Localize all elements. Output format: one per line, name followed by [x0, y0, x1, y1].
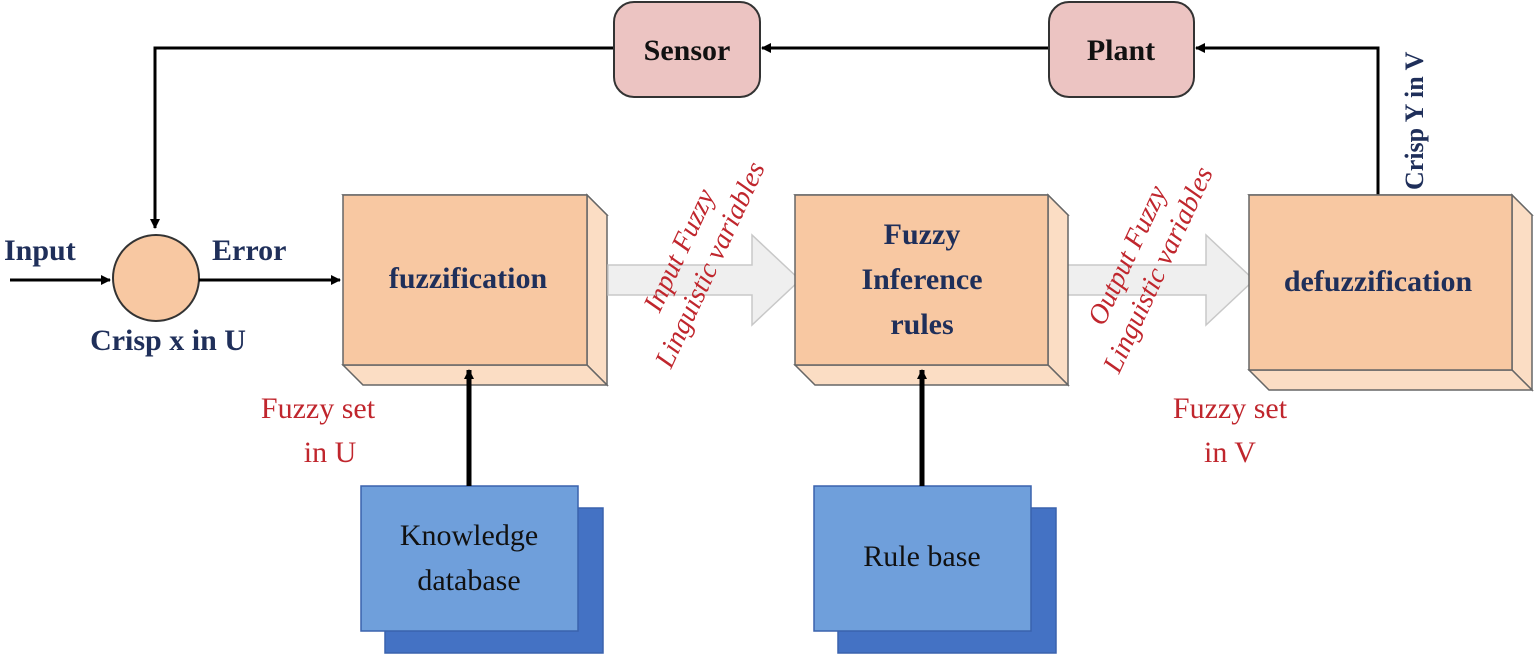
input-label: Input: [4, 234, 76, 267]
feedback-path: [150, 43, 1380, 229]
fuzzification-label: fuzzification: [389, 262, 548, 295]
sensor-block: Sensor: [613, 1, 761, 98]
inference-label-line3: rules: [890, 308, 953, 341]
defuzzification-label: defuzzification: [1284, 265, 1473, 298]
fuzzy-set-v-line1: Fuzzy set: [1173, 392, 1288, 425]
error-label: Error: [212, 234, 286, 267]
rule-base-label: Rule base: [863, 540, 980, 573]
crisp-output-line: [1195, 43, 1380, 195]
fuzzification-to-inference-arrow: [607, 233, 802, 327]
crisp-x-label: Crisp x in U: [90, 324, 246, 357]
output-fuzzy-label: Output Fuzzy Linguistic variables: [1082, 162, 1220, 378]
defuzzification-block: defuzzification: [1247, 193, 1534, 392]
rule-base-block: Rule base: [813, 485, 1057, 654]
knowledge-label-line2: database: [417, 564, 520, 597]
inference-label-line1: Fuzzy: [884, 218, 961, 251]
fuzzy-set-v-line2: in V: [1204, 436, 1256, 469]
sensor-to-junction-line: [150, 46, 614, 229]
plant-block: Plant: [1048, 1, 1195, 98]
plant-label: Plant: [1087, 34, 1155, 67]
inference-label-line2: Inference: [861, 263, 982, 296]
fuzzy-set-u-line1: Fuzzy set: [261, 392, 376, 425]
summing-junction: [112, 234, 200, 322]
sensor-label: Sensor: [644, 34, 731, 67]
knowledge-label-line1: Knowledge: [400, 519, 538, 552]
fuzzification-block: fuzzification: [341, 193, 609, 387]
knowledge-database-block: Knowledge database: [360, 485, 604, 654]
input-fuzzy-label: Input Fuzzy Linguistic variables: [637, 157, 771, 373]
inference-block: Fuzzy Inference rules: [793, 193, 1070, 387]
crisp-y-label: Crisp Y in V: [1400, 51, 1429, 190]
fuzzy-set-u-line2: in U: [304, 436, 357, 469]
inference-to-defuzzification-arrow: [1061, 233, 1256, 327]
